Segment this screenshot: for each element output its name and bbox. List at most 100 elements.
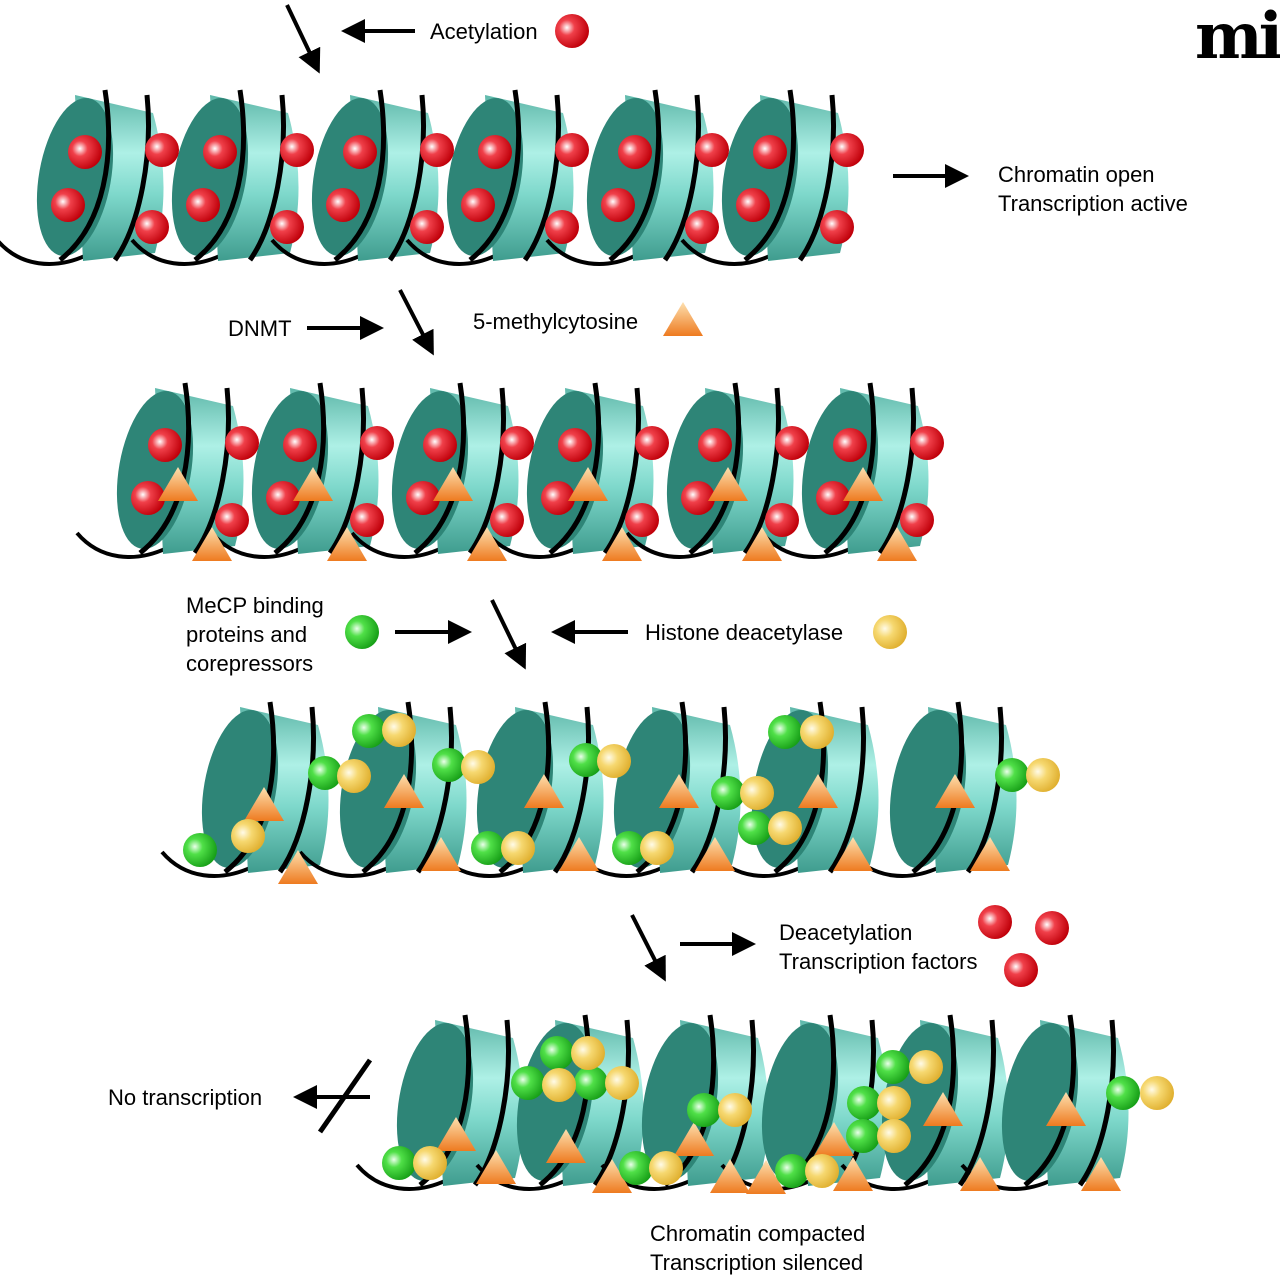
- dna-wrap: [415, 706, 454, 874]
- hdac-sphere: [571, 1036, 605, 1070]
- acetyl-group-sphere: [555, 133, 589, 167]
- acetyl-group-sphere: [145, 133, 179, 167]
- acetyl-group-sphere: [461, 188, 495, 222]
- methylcytosine-triangle: [877, 527, 917, 561]
- acetyl-group-sphere: [765, 503, 799, 537]
- methylcytosine-triangle: [935, 774, 975, 808]
- dna-linker: [130, 238, 223, 266]
- dna-wrap: [743, 89, 797, 262]
- acetyl-group-sphere: [270, 210, 304, 244]
- acetyl-group-sphere: [698, 428, 732, 462]
- mecp-protein-sphere: [846, 1119, 880, 1153]
- dna-linker: [160, 850, 253, 878]
- legend-mecp-sphere: [345, 615, 379, 649]
- nucleosome-layer: [0, 89, 1129, 1191]
- mecp-protein-sphere: [619, 1151, 653, 1185]
- nucleosome: [960, 1014, 1129, 1191]
- label-mecp-2: proteins and: [186, 622, 307, 647]
- mecp-protein-sphere: [511, 1066, 545, 1100]
- acetyl-group-sphere: [820, 210, 854, 244]
- journal-logo: mi: [1195, 0, 1280, 74]
- acetyl-group-sphere: [685, 210, 719, 244]
- dna-linker: [0, 240, 88, 266]
- methylcytosine-triangle: [384, 774, 424, 808]
- acetyl-group-sphere: [283, 428, 317, 462]
- acetyl-group-sphere: [775, 426, 809, 460]
- dna-linker: [350, 531, 443, 559]
- acetyl-group-sphere: [545, 210, 579, 244]
- methylcytosine-triangle: [546, 1129, 586, 1163]
- dna-linker: [298, 850, 391, 878]
- acetyl-group-sphere: [816, 481, 850, 515]
- dna-linker: [355, 1163, 448, 1191]
- methylcytosine-triangle: [659, 774, 699, 808]
- dna-wrap: [247, 94, 286, 262]
- acetyl-group-sphere: [625, 503, 659, 537]
- mecp-protein-sphere: [574, 1066, 608, 1100]
- hdac-sphere: [877, 1119, 911, 1153]
- acetyl-group-sphere: [695, 133, 729, 167]
- dna-wrap: [608, 89, 662, 262]
- acetyl-group-sphere: [148, 428, 182, 462]
- mecp-protein-sphere: [612, 831, 646, 865]
- hdac-sphere: [740, 776, 774, 810]
- hdac-sphere: [501, 831, 535, 865]
- mecp-protein-sphere: [569, 743, 603, 777]
- hdac-sphere: [542, 1068, 576, 1102]
- hdac-sphere: [649, 1151, 683, 1185]
- methylcytosine-triangle: [278, 850, 318, 884]
- arrow: [490, 599, 527, 670]
- dna-linker: [75, 531, 168, 559]
- marks-layer: [51, 14, 1174, 1194]
- acetyl-group-sphere: [830, 133, 864, 167]
- dna-linker: [545, 238, 638, 266]
- dna-linker: [625, 531, 718, 559]
- hdac-sphere: [605, 1066, 639, 1100]
- acetyl-group-sphere: [280, 133, 314, 167]
- mecp-protein-sphere: [382, 1146, 416, 1180]
- methylcytosine-triangle: [814, 1122, 854, 1156]
- released-acetyl-sphere: [978, 905, 1012, 939]
- label-transcription-factors: Transcription factors: [779, 949, 977, 974]
- methylcytosine-triangle: [1081, 1157, 1121, 1191]
- hdac-sphere: [461, 750, 495, 784]
- methylcytosine-triangle: [467, 527, 507, 561]
- mecp-protein-sphere: [432, 748, 466, 782]
- acetyl-group-sphere: [51, 188, 85, 222]
- hdac-sphere: [805, 1154, 839, 1188]
- label-transcription-silenced: Transcription silenced: [650, 1250, 863, 1275]
- dna-wrap: [58, 89, 112, 262]
- methylcytosine-triangle: [327, 527, 367, 561]
- methylcytosine-triangle: [923, 1092, 963, 1126]
- methylcytosine-triangle: [1046, 1092, 1086, 1126]
- methylcytosine-triangle: [833, 837, 873, 871]
- label-mecp-1: MeCP binding: [186, 593, 324, 618]
- dna-wrap: [552, 706, 591, 874]
- hdac-sphere: [597, 744, 631, 778]
- acetyl-group-sphere: [410, 210, 444, 244]
- methylcytosine-triangle: [708, 467, 748, 501]
- label-5-methylcytosine: 5-methylcytosine: [473, 309, 638, 334]
- dna-wrap: [602, 387, 641, 555]
- acetyl-group-sphere: [833, 428, 867, 462]
- methylcytosine-triangle: [602, 527, 642, 561]
- dna-wrap: [592, 1019, 631, 1187]
- hdac-sphere: [1026, 758, 1060, 792]
- mecp-protein-sphere: [738, 811, 772, 845]
- dna-linker: [405, 238, 498, 266]
- methylcytosine-triangle: [970, 837, 1010, 871]
- label-dnmt: DNMT: [228, 316, 292, 341]
- dna-wrap: [877, 387, 916, 555]
- methylcytosine-triangle: [192, 527, 232, 561]
- dna-wrap: [387, 94, 426, 262]
- mecp-protein-sphere: [540, 1036, 574, 1070]
- nucleosome: [572, 701, 741, 878]
- methylcytosine-triangle: [746, 1160, 786, 1194]
- nucleosome: [848, 701, 1017, 878]
- dna-wrap: [522, 94, 561, 262]
- acetyl-group-sphere: [406, 481, 440, 515]
- released-acetyl-sphere: [1035, 911, 1069, 945]
- blocked-slash: [317, 1058, 373, 1134]
- methylcytosine-triangle: [559, 837, 599, 871]
- dna-wrap: [467, 387, 506, 555]
